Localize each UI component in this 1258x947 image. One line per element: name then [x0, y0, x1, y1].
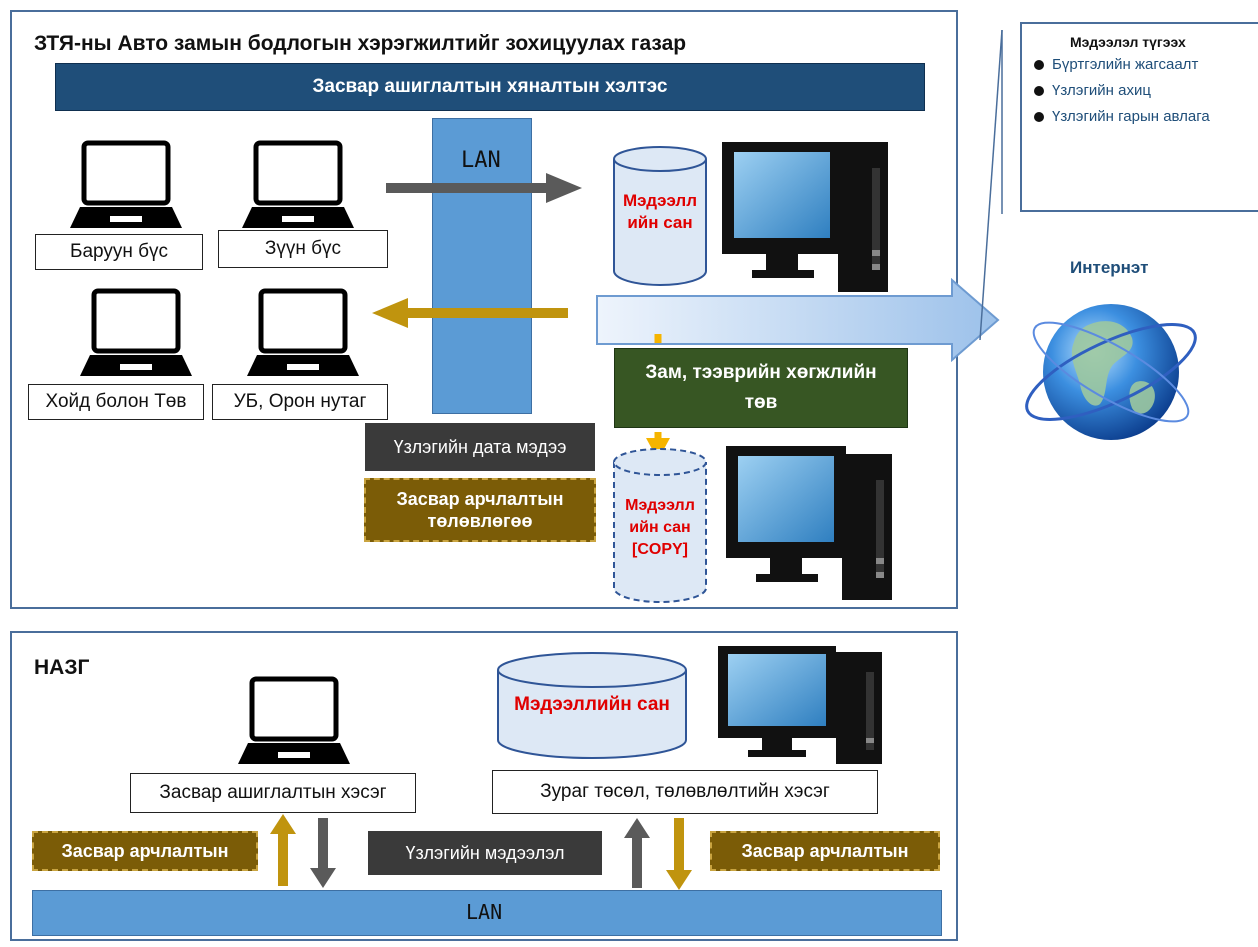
- gray-arrow-right: [386, 173, 582, 203]
- info-box: [1020, 22, 1258, 212]
- lan-vertical-label: LAN: [461, 148, 501, 173]
- maintenance-plan-box: Засвар арчлалтын төлөвлөгөө: [364, 478, 596, 542]
- left-maintenance-box: Засвар арчлалтын: [32, 831, 258, 871]
- banner: Засвар ашиглалтын хяналтын хэлтэс: [55, 63, 925, 111]
- database-icon: [613, 146, 707, 286]
- info-box-title: Мэдээлэл түгээх: [1070, 34, 1186, 50]
- laptop-label-west: Баруун бүс: [35, 234, 203, 270]
- gold-arrow-left: [372, 298, 568, 328]
- desktop-computer-icon: [726, 446, 892, 600]
- lan-vertical: [432, 118, 532, 414]
- gray-arrow-down: [310, 818, 336, 888]
- desktop-computer-icon: [722, 142, 888, 292]
- laptop-icon: [242, 140, 354, 228]
- globe-icon: [1025, 304, 1197, 440]
- info-item-label: Үзлэгийн гарын авлага: [1052, 108, 1210, 125]
- laptop-label-ub-local: УБ, Орон нутаг: [212, 384, 388, 420]
- info-item-label: Үзлэгийн ахиц: [1052, 82, 1151, 99]
- database-label: Мэдээлл ийн сан: [622, 191, 698, 232]
- bullet-icon: [1034, 111, 1044, 122]
- right-maintenance-box: Засвар арчлалтын: [710, 831, 940, 871]
- laptop-label-north-central: Хойд болон Төв: [28, 384, 204, 420]
- design-planning-section-label: Зураг төсөл, төлөвлөлтийн хэсэг: [492, 770, 878, 814]
- info-item: Үзлэгийн ахиц: [1034, 82, 1151, 99]
- transport-development-center: Зам, тээврийн хөгжлийн төв: [614, 348, 908, 428]
- gray-arrow-up: [624, 818, 650, 888]
- database-label: Мэдээллийн сан: [514, 694, 670, 715]
- gold-arrow-down: [666, 818, 692, 890]
- survey-info-box: Үзлэгийн мэдээлэл: [368, 831, 602, 875]
- laptop-icon: [80, 288, 192, 376]
- database-copy-label: Мэдээлл ийн сан [COPY]: [625, 497, 695, 558]
- laptop-icon: [247, 288, 359, 376]
- database-copy-icon: [613, 448, 707, 603]
- gold-arrow-up: [270, 814, 296, 886]
- info-item-label: Бүртгэлийн жагсаалт: [1052, 56, 1199, 73]
- laptop-icon: [70, 140, 182, 228]
- info-item: Үзлэгийн гарын авлага: [1034, 108, 1210, 125]
- survey-data-box: Үзлэгийн дата мэдээ: [365, 423, 595, 471]
- bullet-icon: [1034, 59, 1044, 70]
- lan-horizontal: [32, 890, 942, 936]
- lan-horizontal-label: LAN: [466, 900, 503, 924]
- desktop-computer-icon: [718, 646, 882, 764]
- database-icon: [497, 652, 687, 759]
- info-item: Бүртгэлийн жагсаалт: [1034, 56, 1198, 73]
- laptop-icon: [238, 676, 350, 764]
- maintenance-section-label: Засвар ашиглалтын хэсэг: [130, 773, 416, 813]
- internet-label: Интернэт: [1070, 258, 1149, 277]
- top-panel-title: ЗТЯ-ны Авто замын бодлогын хэрэгжилтийг …: [34, 32, 687, 55]
- internet-arrow: [596, 278, 1000, 362]
- callout-lines: [979, 29, 1003, 341]
- laptop-label-east: Зүүн бүс: [218, 230, 388, 268]
- bottom-panel-title: НАЗГ: [34, 656, 90, 679]
- bullet-icon: [1034, 85, 1044, 96]
